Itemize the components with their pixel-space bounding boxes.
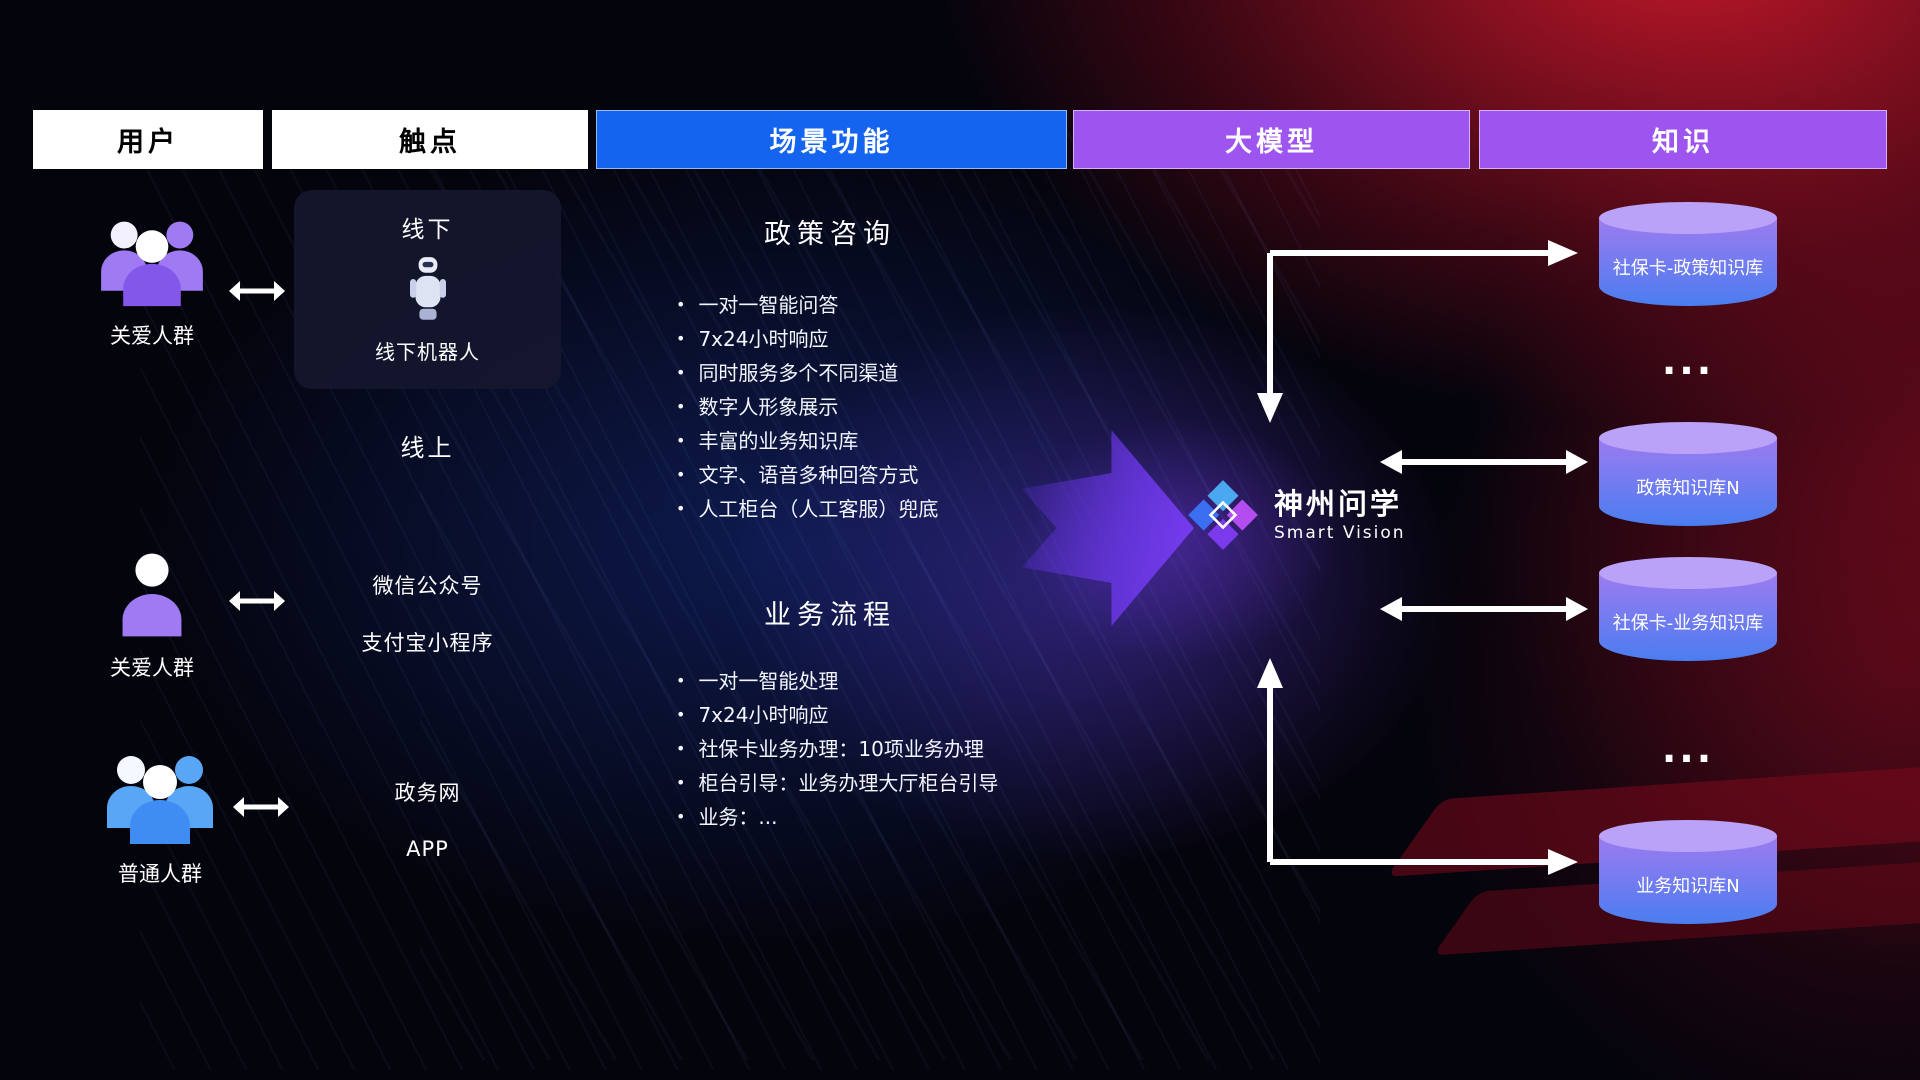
kb-cylinder-policy-n: 政策知识库N (1599, 422, 1777, 526)
brand-name: 神州问学 (1274, 486, 1403, 521)
connector-double-arrow-business-kb (1380, 597, 1588, 621)
scene-title-policy: 政策咨询 (764, 219, 896, 250)
kb-cylinder-social-business: 社保卡-业务知识库 (1599, 557, 1777, 661)
column-header-knowledge: 知识 (1479, 110, 1887, 169)
column-header-touchpoints: 触点 (272, 110, 588, 169)
offline-touchpoint-card: 线下 线下机器人 (294, 190, 561, 389)
brand-subtitle: Smart Vision (1274, 523, 1406, 544)
feature-item: 人工柜台（人工客服）兜底 (676, 493, 938, 527)
ellipsis-more-business-kb: ... (1661, 727, 1715, 771)
bidirectional-arrow-icon (229, 591, 285, 611)
channel-alipay: 支付宝小程序 (361, 631, 494, 655)
feature-item: 同时服务多个不同渠道 (676, 357, 938, 391)
brand-logo-block: 神州问学 Smart Vision (1186, 478, 1406, 552)
online-title: 线上 (400, 434, 455, 462)
robot-icon (409, 257, 446, 320)
user-label: 关爱人群 (110, 324, 194, 348)
feature-item: 7x24小时响应 (676, 323, 938, 357)
column-header-users: 用户 (33, 110, 263, 169)
flow-arrow-right (1022, 430, 1194, 626)
brand-text: 神州问学 Smart Vision (1274, 487, 1406, 544)
channel-gov-web: 政务网 (394, 781, 461, 805)
ellipsis-more-policy-kb: ... (1661, 339, 1715, 383)
group-people-icon (101, 221, 203, 307)
smart-vision-logo-icon (1188, 480, 1258, 550)
offline-robot-label: 线下机器人 (375, 340, 480, 364)
connector-top-elbow-arrow (1257, 240, 1578, 423)
user-group-general: 普通人群 (85, 746, 235, 888)
feature-item: 业务：... (676, 801, 998, 835)
feature-item: 柜台引导：业务办理大厅柜台引导 (676, 767, 998, 801)
person-icon (122, 553, 182, 637)
user-label: 普通人群 (118, 862, 202, 886)
kb-label: 社保卡-政策知识库 (1612, 258, 1764, 279)
business-feature-list: 一对一智能处理 7x24小时响应 社保卡业务办理：10项业务办理 柜台引导：业务… (676, 665, 998, 835)
feature-item: 社保卡业务办理：10项业务办理 (676, 733, 998, 767)
connector-bottom-elbow-arrow (1257, 658, 1578, 875)
bidirectional-arrow-icon (229, 281, 285, 301)
kb-cylinder-business-n: 业务知识库N (1599, 820, 1777, 924)
cylinder-top (1599, 820, 1777, 852)
column-header-model: 大模型 (1073, 110, 1470, 169)
offline-title: 线下 (401, 217, 454, 243)
feature-item: 一对一智能处理 (676, 665, 998, 699)
bidirectional-arrow-icon (233, 797, 289, 817)
kb-label: 政策知识库N (1636, 478, 1740, 499)
feature-item: 丰富的业务知识库 (676, 425, 938, 459)
cylinder-top (1599, 422, 1777, 454)
kb-label: 社保卡-业务知识库 (1612, 613, 1764, 634)
feature-item: 数字人形象展示 (676, 391, 938, 425)
feature-item: 文字、语音多种回答方式 (676, 459, 938, 493)
kb-cylinder-social-policy: 社保卡-政策知识库 (1599, 202, 1777, 306)
column-header-scenes: 场景功能 (596, 110, 1067, 169)
feature-item: 7x24小时响应 (676, 699, 998, 733)
user-label: 关爱人群 (110, 656, 194, 680)
group-people-icon (107, 756, 213, 844)
feature-item: 一对一智能问答 (676, 289, 938, 323)
cylinder-top (1599, 202, 1777, 234)
user-person-care-2: 关爱人群 (105, 548, 199, 682)
channel-wechat: 微信公众号 (372, 574, 483, 598)
channel-app: APP (406, 837, 449, 861)
user-group-care-1: 关爱人群 (82, 212, 222, 350)
connector-double-arrow-policy-n (1380, 450, 1588, 474)
scene-title-business: 业务流程 (764, 600, 896, 631)
policy-feature-list: 一对一智能问答 7x24小时响应 同时服务多个不同渠道 数字人形象展示 丰富的业… (676, 289, 938, 527)
cylinder-top (1599, 557, 1777, 589)
kb-label: 业务知识库N (1636, 876, 1740, 897)
